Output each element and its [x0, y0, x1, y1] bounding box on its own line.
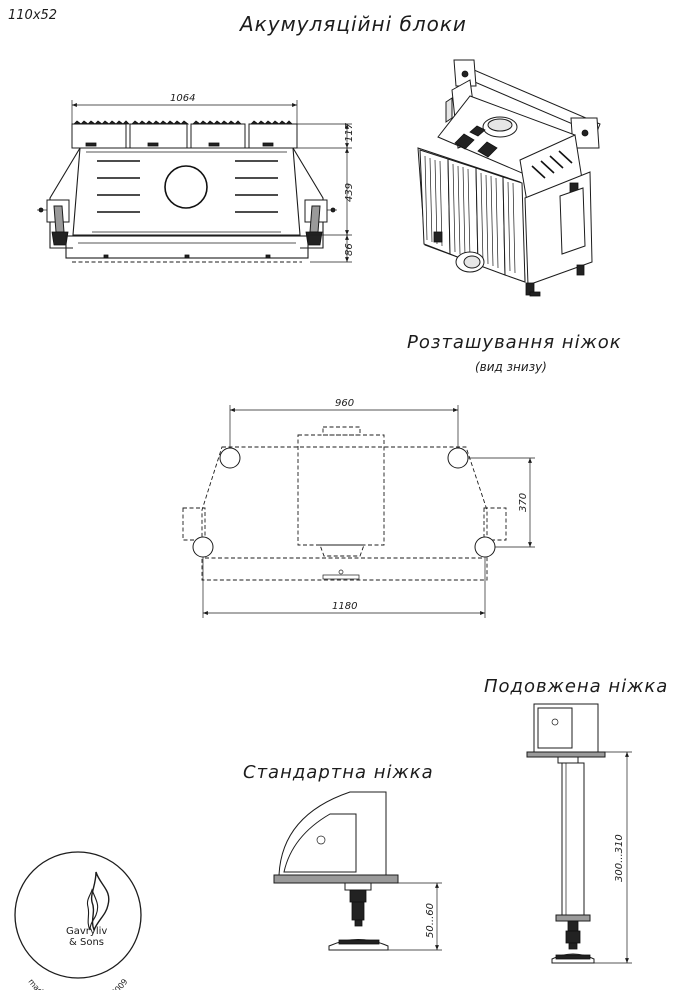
brand-logo: Gavryliv & Sons made in Ukraine · since … — [14, 851, 142, 990]
section-title-legs-layout: Розташування ніжок — [407, 332, 622, 353]
flue-opening — [164, 165, 208, 209]
body-slots — [97, 160, 278, 213]
extended-leg-drawing: 300...310 — [526, 703, 632, 964]
section-title-standard-leg: Стандартна ніжка — [243, 762, 434, 783]
section-title-blocks: Акумуляційні блоки — [238, 12, 467, 36]
section-title-extended-leg: Подовжена ніжка — [484, 676, 668, 697]
dim-label-300-310: 300...310 — [614, 834, 625, 882]
dim-label-1180: 1180 — [332, 601, 357, 612]
iso-blocks — [419, 149, 526, 283]
accumulation-blocks-row — [71, 120, 298, 149]
foot-rear-left — [219, 447, 241, 469]
foot-front-left — [192, 536, 214, 558]
extended-leg-tube — [561, 762, 585, 916]
dim-label-960: 960 — [335, 398, 354, 409]
dim-label-439: 439 — [344, 183, 355, 202]
brand-ring-text: made in Ukraine · since 2009 — [26, 977, 129, 990]
standard-leg-drawing: 50...60 — [273, 791, 442, 951]
bottom-outline — [201, 446, 488, 581]
bottom-view: 960 370 1180 — [182, 398, 535, 618]
bottom-flue-box — [297, 434, 385, 546]
front-view: 1064 — [37, 93, 355, 263]
section-subtitle-bottom-view: (вид знизу) — [475, 360, 547, 374]
brand-name-line1: Gavryliv — [66, 926, 107, 937]
dim-label-117: 117 — [344, 122, 355, 142]
flame-icon — [90, 871, 110, 932]
right-wing — [292, 147, 324, 249]
svg-text:made in Ukraine · since 2009: made in Ukraine · since 2009 — [26, 977, 129, 990]
dim-label-50-60: 50...60 — [425, 903, 436, 938]
firebox-body — [72, 147, 301, 236]
brand-name-line2: & Sons — [69, 937, 104, 948]
foot-rear-right — [447, 447, 469, 469]
iso-slots — [531, 150, 573, 179]
dim-label-1064: 1064 — [170, 93, 195, 104]
front-right-leg — [304, 199, 337, 246]
dim-label-370: 370 — [518, 493, 529, 512]
dim-label-86: 86 — [344, 243, 355, 256]
isometric-view — [417, 59, 601, 297]
left-wing — [49, 147, 81, 249]
iso-side-panel — [559, 187, 586, 255]
model-code: 110x52 — [8, 8, 57, 23]
front-left-leg — [37, 199, 70, 246]
foot-front-right — [474, 536, 496, 558]
